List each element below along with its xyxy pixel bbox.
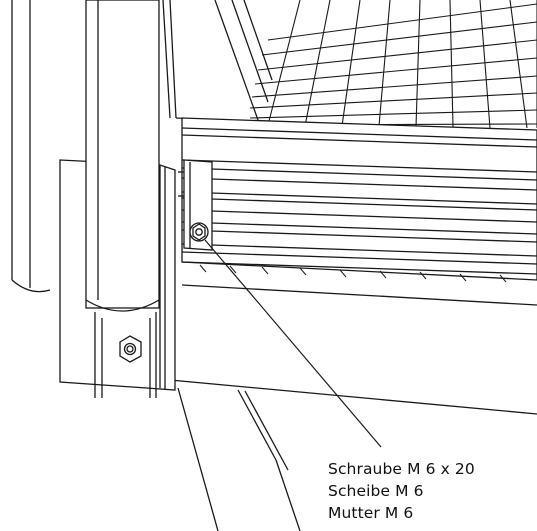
- front-profile: [181, 117, 537, 283]
- back-frame: [149, 0, 273, 123]
- callout-line-washer: Scheibe M 6: [328, 482, 424, 500]
- bolt-hex-icon: [189, 222, 209, 242]
- callout-line-screw: Schraube M 6 x 20: [328, 460, 475, 478]
- lower-bolt: [119, 335, 142, 363]
- support-post: [11, 0, 160, 398]
- callout-line-nut: Mutter M 6: [328, 504, 414, 522]
- grating-panel: [249, 0, 537, 129]
- part-callout: Schraube M 6 x 20 Scheibe M 6 Mutter M 6: [328, 458, 533, 524]
- base-outline: [169, 284, 537, 531]
- callout-leader: [204, 239, 382, 448]
